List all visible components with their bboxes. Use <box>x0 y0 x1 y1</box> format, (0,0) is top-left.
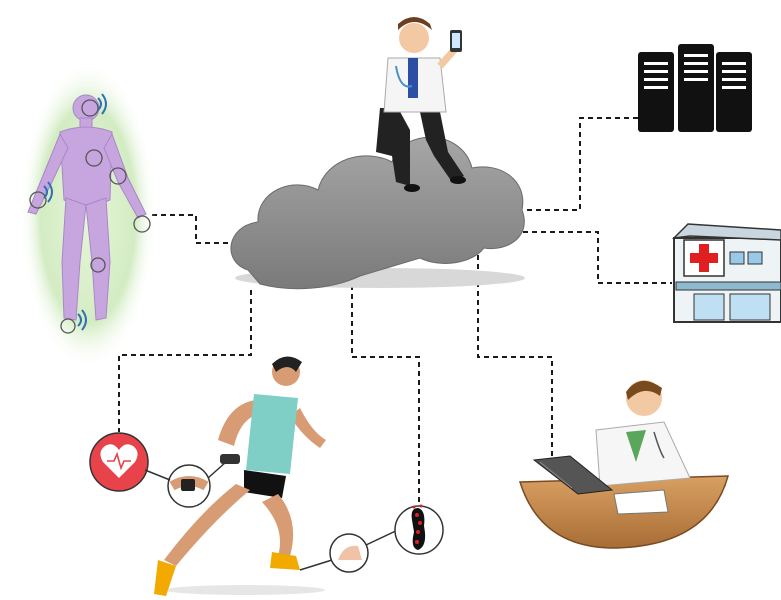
doctor-phone-icon <box>376 17 466 192</box>
ankle-icon <box>299 527 403 573</box>
heart-icon <box>89 432 149 492</box>
body-sensor-network <box>20 60 156 370</box>
cloud-icon <box>230 136 525 290</box>
connector-physician <box>477 255 553 458</box>
footprint-icon <box>394 504 444 555</box>
runner-icon <box>154 356 326 596</box>
server-icon <box>638 44 752 132</box>
wifi-marks <box>43 93 107 331</box>
hospital-icon <box>671 223 781 323</box>
connector-server <box>527 117 638 211</box>
cloud-shape <box>230 136 525 290</box>
body-sensor-markers <box>29 99 151 334</box>
human-body-icon <box>27 94 147 321</box>
connector-foot <box>351 285 420 505</box>
connector-heart <box>118 290 252 432</box>
connector-hospital <box>523 231 672 284</box>
connectors <box>118 117 672 505</box>
doctor-laptop-icon <box>518 380 729 549</box>
smartwatch-icon <box>144 461 227 508</box>
connector-body <box>152 214 245 244</box>
